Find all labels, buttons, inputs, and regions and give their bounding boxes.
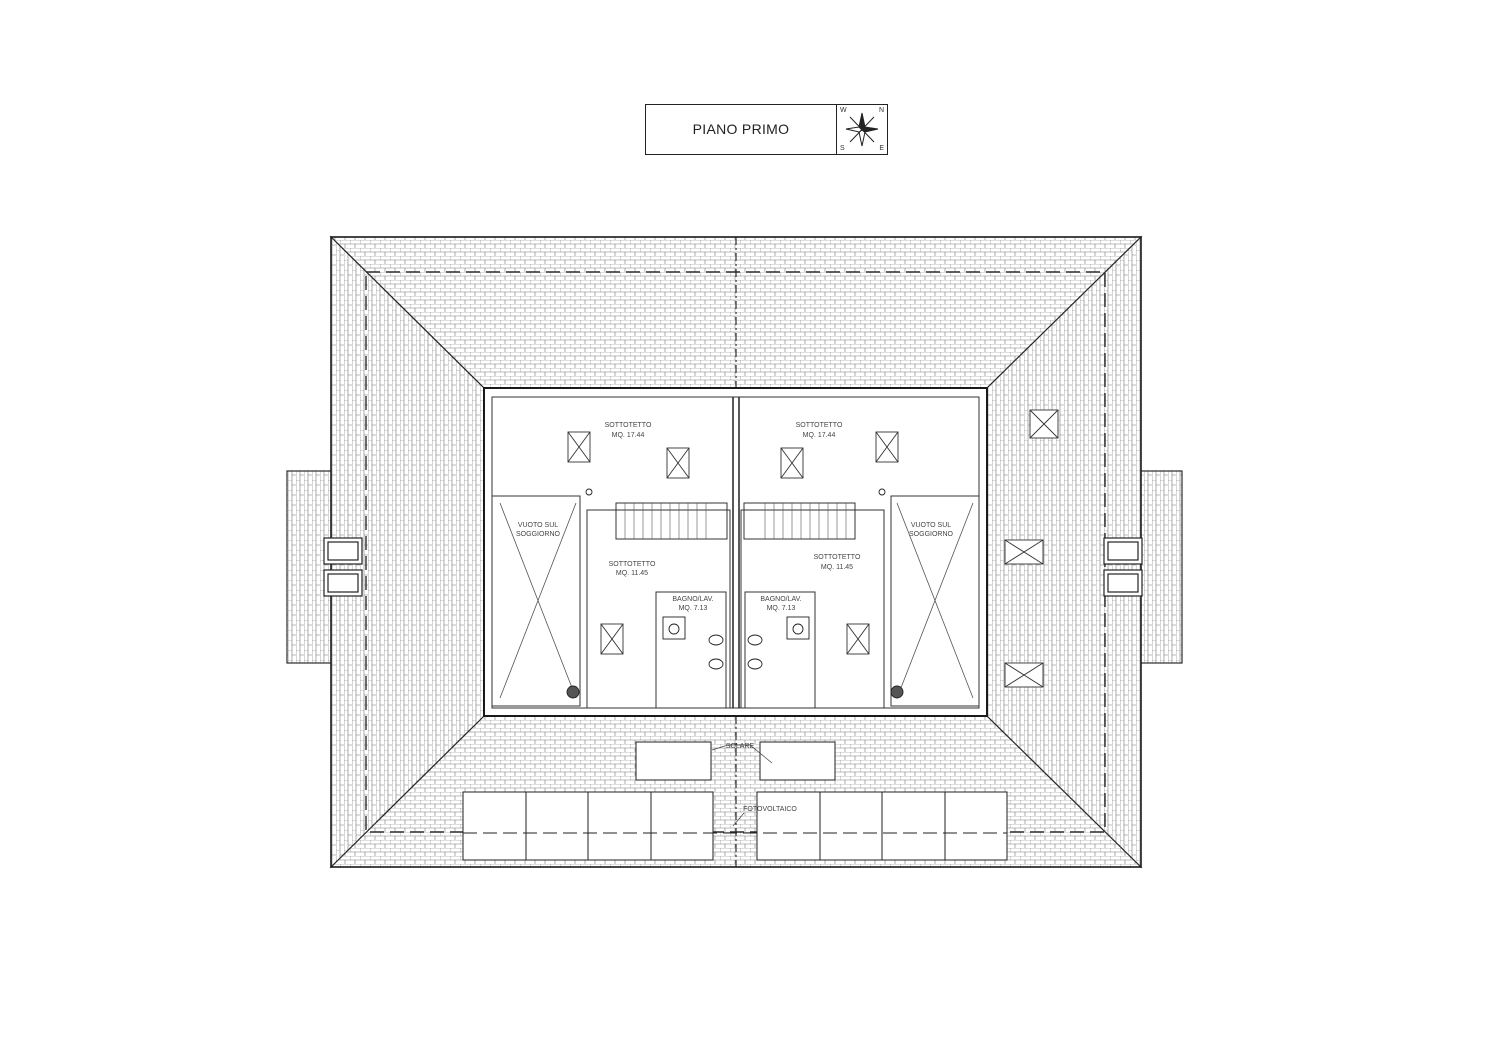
room-label-area: MQ. 17.44	[612, 432, 645, 439]
skylight	[1004, 539, 1044, 565]
room-label-area: MQ. 7.13	[767, 605, 796, 612]
skylight	[1029, 409, 1059, 439]
attic-interior	[483, 387, 988, 717]
compass-rose: W N S E	[836, 105, 887, 154]
room-label-name: SOTTOTETTO	[609, 561, 656, 568]
solar-panels	[462, 741, 1008, 861]
skylight	[846, 623, 870, 655]
vents	[323, 537, 1143, 597]
room-label-name: SOTTOTETTO	[796, 422, 843, 429]
compass-icon	[845, 112, 879, 147]
roof-wing-right	[1139, 470, 1183, 664]
skylight	[666, 447, 690, 479]
skylights	[567, 409, 1059, 688]
compass-south-label: S	[840, 145, 845, 152]
skylight	[600, 623, 624, 655]
compass-north-label: N	[878, 107, 884, 114]
room-label-area: MQ. 17.44	[803, 432, 836, 439]
skylight	[875, 431, 899, 463]
room-label-area: MQ. 11.45	[616, 570, 648, 577]
room-label-name: BAGNO/LAV.	[672, 596, 713, 603]
annotation-solar: SOLARE	[726, 743, 755, 750]
page-title: PIANO PRIMO	[692, 121, 790, 137]
room-label-area: MQ. 11.45	[821, 564, 853, 571]
annotation-pv: FOTOVOLTAICO	[743, 806, 797, 813]
sanitary-fixtures	[566, 488, 904, 699]
room-label-area: MQ. 7.13	[679, 605, 708, 612]
room-label-name: SOGGIORNO	[909, 531, 954, 538]
compass-west-label: W	[840, 107, 847, 114]
title-block: PIANO PRIMO W N S E	[645, 104, 888, 155]
compass-east-label: E	[879, 145, 884, 152]
room-label-name: VUOTO SUL	[911, 522, 951, 529]
skylight	[780, 447, 804, 479]
skylight	[567, 431, 591, 463]
skylight	[1004, 662, 1044, 688]
room-label-name: VUOTO SUL	[518, 522, 558, 529]
room-label-name: SOTTOTETTO	[605, 422, 652, 429]
room-label-name: SOTTOTETTO	[814, 554, 861, 561]
roof-wing-left	[286, 470, 333, 664]
room-label-name: BAGNO/LAV.	[760, 596, 801, 603]
room-label-name: SOGGIORNO	[516, 531, 561, 538]
